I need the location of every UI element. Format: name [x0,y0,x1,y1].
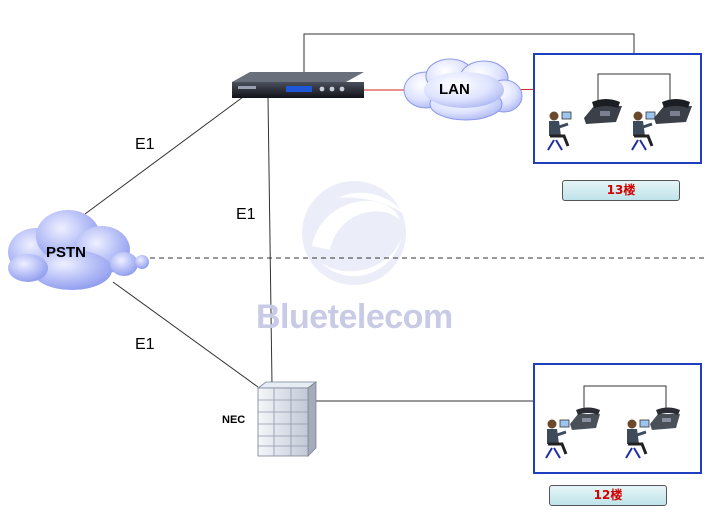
lan-cloud-icon [403,58,523,121]
seated-user-icon [545,419,570,459]
seated-user-icon [625,419,650,459]
pstn-cloud-icon [8,210,149,290]
watermark-logo [302,181,406,285]
pbx-cabinet-icon [256,381,318,457]
seated-user-icon [631,111,656,151]
floor12-label: 12楼 [549,485,667,506]
e1-label-middle: E1 [236,206,256,223]
floor13-label: 13楼 [562,180,680,201]
link-pstn-pbx [112,281,259,388]
nec-label: NEC [222,414,246,426]
pstn-label: PSTN [46,244,87,261]
floor12-phone-link [583,385,667,410]
link-pstn-gateway [84,96,244,215]
seated-user-icon [547,111,572,151]
desk-phone-icon [654,99,692,124]
desk-phone-icon [570,407,600,430]
gateway-device-icon [232,72,364,98]
desk-phone-icon [584,99,622,124]
floor13-phone-link [597,73,671,104]
lan-label: LAN [439,81,470,98]
watermark-text: Bluetelecom [256,298,453,336]
link-gateway-pbx [267,96,273,386]
desk-phone-icon [650,407,680,430]
e1-label-top: E1 [135,136,155,153]
e1-label-bottom: E1 [135,336,155,353]
